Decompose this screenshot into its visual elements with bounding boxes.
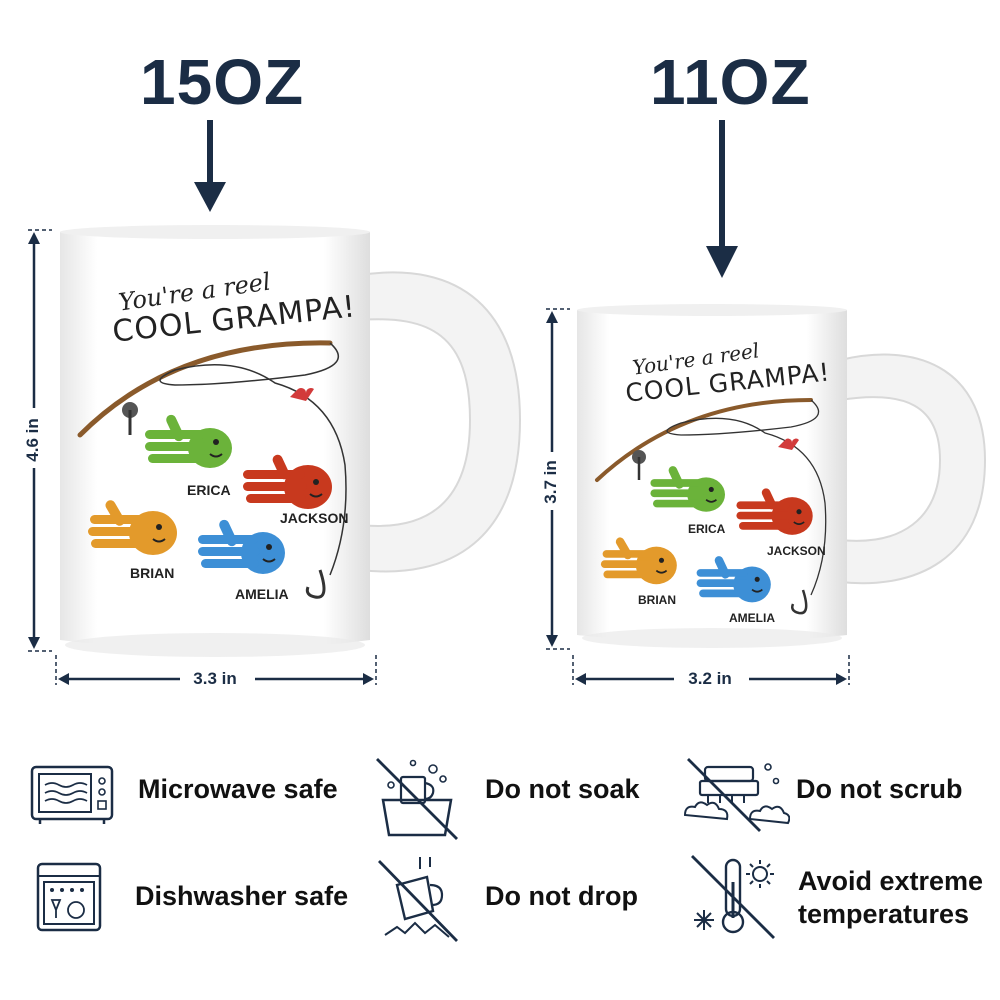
do-not-scrub-label: Do not scrub bbox=[796, 774, 963, 804]
small-mug-width-label: 3.2 in bbox=[688, 669, 732, 688]
no-soak-icon bbox=[376, 758, 458, 840]
large-mug-arrow-icon bbox=[194, 120, 226, 212]
large-handprint-jackson-icon bbox=[243, 454, 332, 509]
small-mug-height-line bbox=[542, 308, 570, 650]
extreme-temperature-icon bbox=[691, 855, 775, 939]
small-name-amelia: AMELIA bbox=[729, 611, 775, 625]
large-name-amelia: AMELIA bbox=[235, 586, 289, 602]
large-name-jackson: JACKSON bbox=[280, 510, 349, 526]
small-mug-width-line bbox=[572, 655, 850, 691]
large-name-erica: ERICA bbox=[187, 482, 231, 498]
large-handprint-amelia-icon bbox=[198, 519, 285, 574]
small-mug-arrow-icon bbox=[706, 120, 738, 278]
avoid-extreme-temperatures-label: Avoid extreme temperatures bbox=[798, 865, 983, 931]
no-scrub-icon bbox=[683, 758, 790, 832]
small-mug-height-label: 3.7 in bbox=[541, 460, 560, 504]
large-handprint-brian-icon bbox=[88, 500, 177, 555]
large-mug-height-label: 4.6 in bbox=[23, 418, 42, 462]
small-handprint-erica-icon bbox=[650, 466, 725, 512]
small-handprint-brian-icon bbox=[600, 537, 677, 585]
large-mug-height-line bbox=[24, 229, 52, 652]
small-mug-size-label: 11OZ bbox=[650, 46, 811, 118]
large-name-brian: BRIAN bbox=[130, 565, 175, 581]
microwave-icon bbox=[30, 765, 114, 824]
large-mug-width-line bbox=[55, 655, 377, 691]
small-handprint-jackson-icon bbox=[736, 488, 813, 535]
small-name-brian: BRIAN bbox=[638, 593, 676, 607]
avoid-extreme-line1: Avoid extreme bbox=[798, 866, 984, 896]
large-handprint-erica-icon bbox=[145, 414, 232, 468]
small-fishing-rod-icon bbox=[595, 398, 827, 615]
large-mug-width-label: 3.3 in bbox=[193, 669, 237, 688]
do-not-drop-label: Do not drop bbox=[485, 881, 638, 911]
small-name-erica: ERICA bbox=[688, 522, 726, 536]
dishwasher-safe-label: Dishwasher safe bbox=[135, 881, 349, 911]
large-mug-size-label: 15OZ bbox=[140, 46, 305, 118]
small-handprint-amelia-icon bbox=[696, 556, 771, 603]
small-name-jackson: JACKSON bbox=[767, 544, 826, 558]
microwave-safe-label: Microwave safe bbox=[138, 774, 338, 804]
avoid-extreme-line2: temperatures bbox=[798, 899, 970, 929]
large-fishing-rod-icon bbox=[77, 340, 347, 599]
dishwasher-icon bbox=[36, 862, 102, 932]
do-not-soak-label: Do not soak bbox=[485, 774, 640, 804]
no-drop-icon bbox=[377, 857, 459, 942]
